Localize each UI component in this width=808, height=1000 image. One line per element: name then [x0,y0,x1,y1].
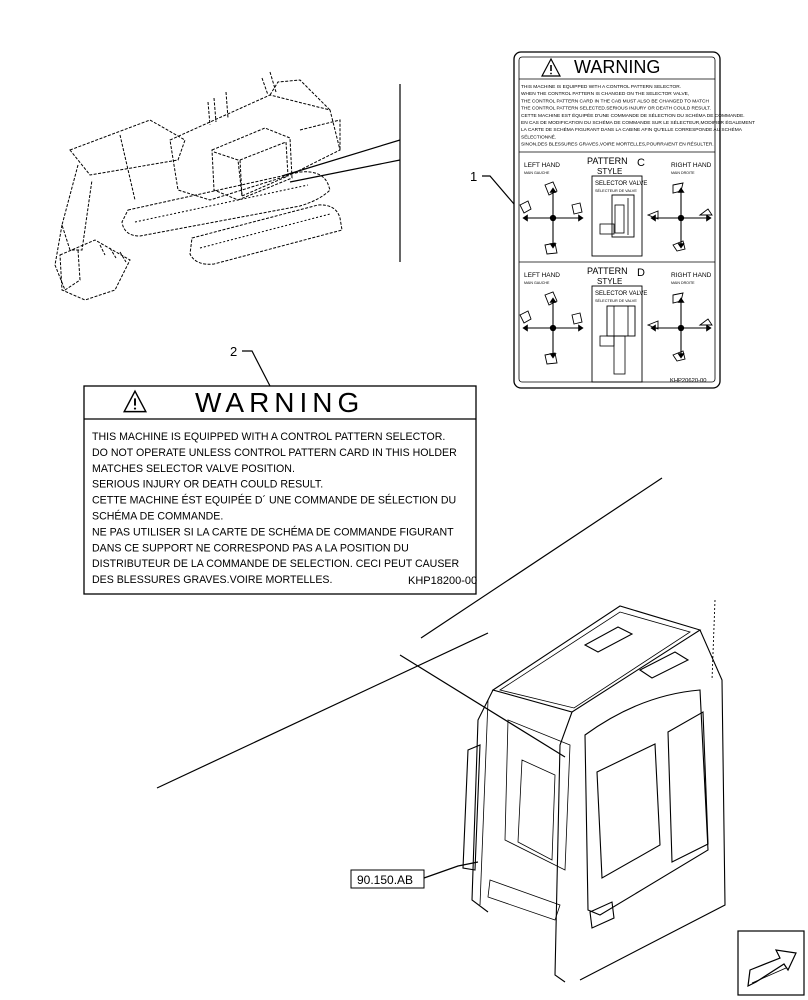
leader-lines [156,84,663,879]
decal-text-line: DANS CE SUPPORT NE CORRESPOND PAS A LA P… [92,542,409,554]
large-warning-decal: WARNING THIS MACHINE IS EQUIPPED WITH A … [83,385,477,595]
right-hand-fr-label: MAIN DROITE [671,281,695,285]
cab-illustration [462,599,726,983]
selector-valve-label: SELECTOR VALVE [595,181,647,187]
style-label: STYLE [597,277,622,286]
decal-text-line: LA CARTE DE SCHÉMA FIGURANT DANS LA CABI… [521,126,743,133]
small-decal-code: KHP20620-00 [670,378,706,384]
large-decal-code: KHP18200-00 [408,575,477,587]
small-warning-decal: WARNING THIS MACHINE IS EQUIPPED WITH A … [513,51,755,389]
right-hand-fr-label: MAIN DROITE [671,171,695,175]
selector-valve-fr-label: SÉLECTEUR DE VALVE [595,298,637,303]
decal-text-line: DES BLESSURES GRAVES.VOIRE MORTELLES. [92,574,332,586]
reference-box[interactable]: 90.150.AB [350,869,425,889]
decal-text-line: THE CONTROL PATTERN SELECTED.SERIOUS INJ… [521,106,711,112]
decal-text-line: THIS MACHINE IS EQUIPPED WITH A CONTROL … [92,431,445,443]
left-hand-label: LEFT HAND [524,162,560,169]
left-hand-fr-label: MAIN GAUCHE [524,281,550,285]
selector-valve-label: SELECTOR VALVE [595,291,647,297]
decal-text-line: CETTE MACHINE EST ÉQUIPÉE D'UNE COMMANDE… [521,112,745,119]
pattern-d-panel: LEFT HAND MAIN GAUCHE PATTERN D STYLE RI… [519,266,713,383]
left-hand-label: LEFT HAND [524,272,560,279]
decal-text-line: SÉLECTIONNÉ. [521,133,556,140]
selector-valve-fr-label: SÉLECTEUR DE VALVE [595,188,637,193]
pattern-letter: D [637,267,645,279]
decal-text-line: SINON,DES BLESSURES GRAVES,VOIRE MORTELL… [521,141,714,148]
left-hand-fr-label: MAIN GAUCHE [524,171,550,175]
decal-text-line: SCHÉMA DE COMMANDE. [92,510,223,523]
decal-text-line: WHEN THE CONTROL PATTERN IS CHANGED ON T… [521,91,689,97]
reference-label[interactable]: 90.150.AB [357,873,413,887]
right-hand-label: RIGHT HAND [671,162,712,169]
next-page-arrow-icon[interactable] [737,930,805,996]
decal-text-line: MATCHES SELECTOR VALVE POSITION. [92,463,295,475]
right-hand-label: RIGHT HAND [671,272,712,279]
large-decal-text: THIS MACHINE IS EQUIPPED WITH A CONTROL … [92,431,459,586]
decal-text-line: NE PAS UTILISER SI LA CARTE DE SCHÉMA DE… [92,525,454,538]
pattern-c-panel: LEFT HAND MAIN GAUCHE PATTERN C STYLE RI… [519,156,713,257]
small-decal-title: WARNING [574,57,660,77]
decal-text-line: SERIOUS INJURY OR DEATH COULD RESULT. [92,479,323,491]
excavator-illustration [54,71,343,301]
decal-text-line: THE CONTROL PATTERN CARD IN THE CAB MUST… [521,98,709,104]
decal-text-line: EN CAS DE MODIFICATION DU SCHÉMA DE COMM… [521,119,755,126]
callout-2: 2 [230,344,237,359]
large-decal-title: WARNING [195,387,364,418]
decal-text-line: DO NOT OPERATE UNLESS CONTROL PATTERN CA… [92,447,457,459]
decal-text-line: DISTRIBUTEUR DE LA COMMANDE DE SELECTION… [92,558,459,570]
pattern-label: PATTERN [587,266,628,276]
pattern-letter: C [637,157,645,169]
decal-text-line: THIS MACHINE IS EQUIPPED WITH A CONTROL … [521,84,681,90]
style-label: STYLE [597,167,622,176]
pattern-label: PATTERN [587,156,628,166]
callout-1: 1 [470,169,477,184]
small-decal-text: THIS MACHINE IS EQUIPPED WITH A CONTROL … [521,84,755,148]
decal-text-line: CETTE MACHINE ÉST EQUIPÉE D´ UNE COMMAND… [92,494,456,507]
